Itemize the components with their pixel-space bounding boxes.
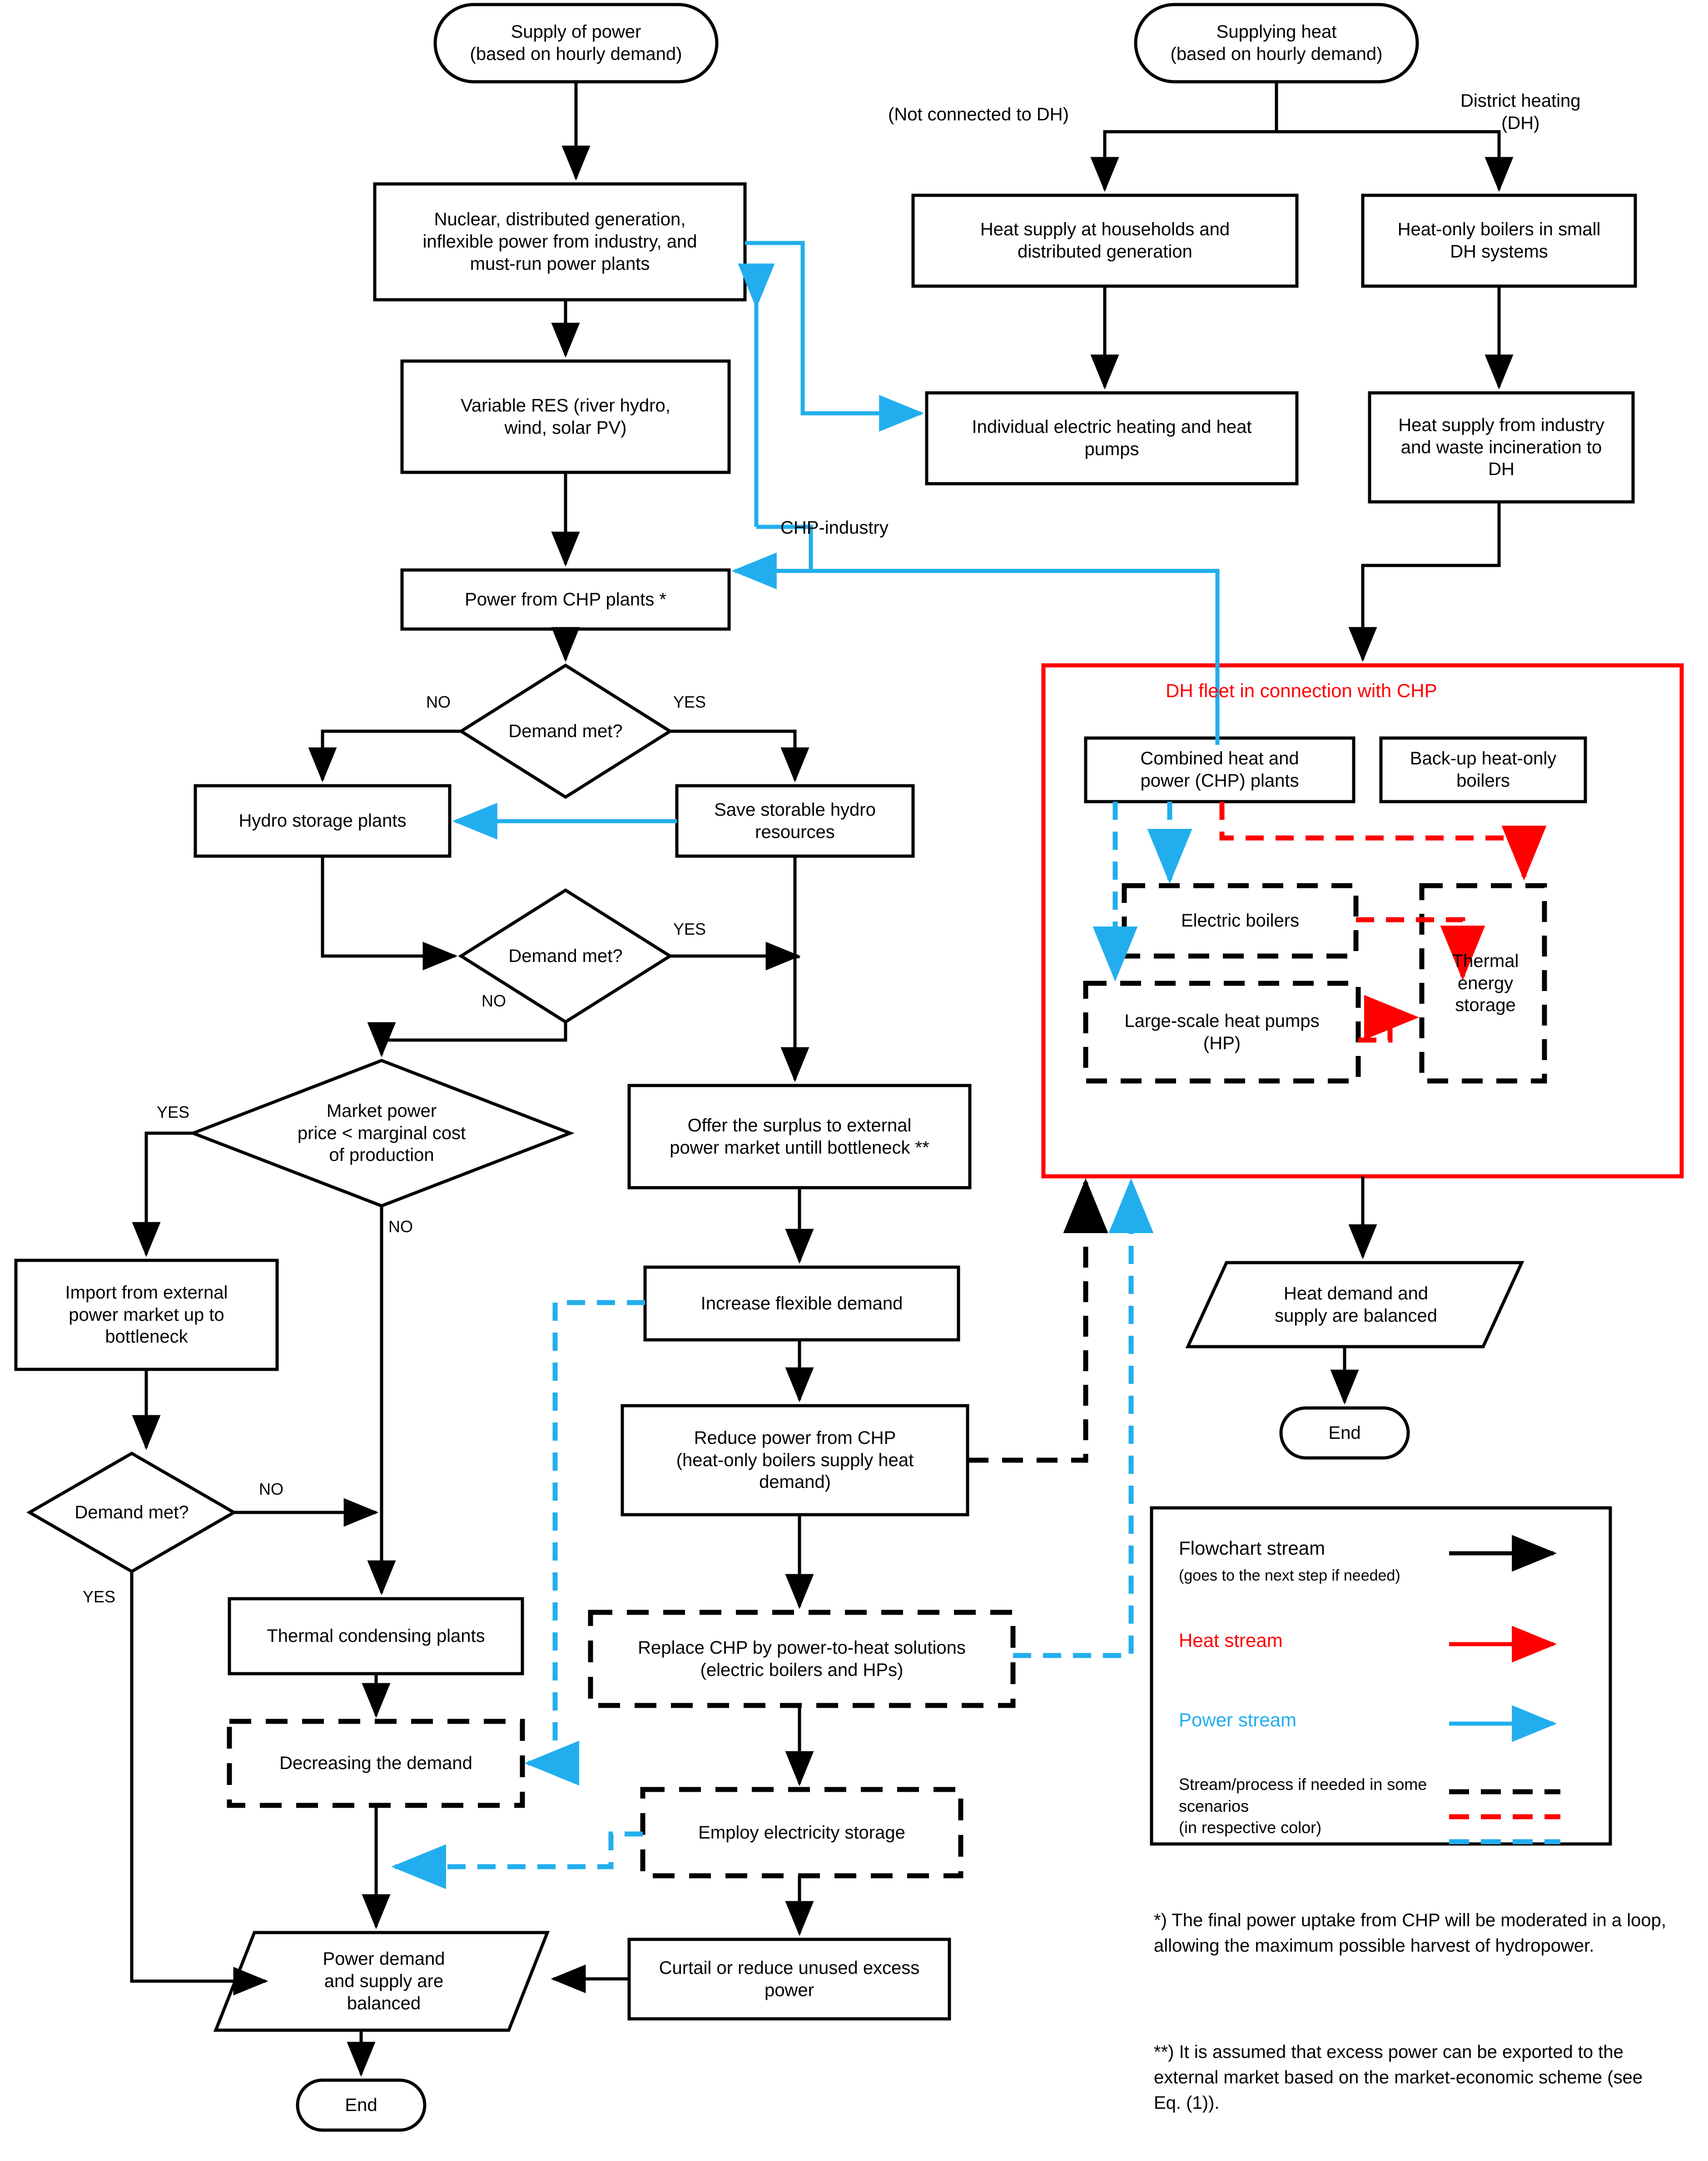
shape-offer-surplus [627,1084,972,1190]
power-edge-nuclear-to-individual [745,241,924,432]
edge-heat-split-left [1090,82,1278,192]
edge-label-d1-yes: YES [673,693,706,711]
edge-label-d2-no: NO [482,991,506,1010]
shape-nuclear [373,182,747,302]
shape-supplying-heat [1134,3,1419,84]
power-dash-employ-to-powerbalanced [391,1831,643,1889]
edge-d3-yes-to-balanced [130,1571,268,1996]
heat-edge-hp-to-thermalstorage [1358,995,1419,1043]
shape-backup-boilers [1379,736,1587,803]
edge-label-mp-yes: YES [157,1103,190,1121]
shape-import-external [14,1259,279,1371]
edge-industry-to-dhfleet [1348,502,1501,662]
edge-heat-split-right [1276,130,1514,192]
shape-heat-balanced [1185,1261,1524,1348]
shape-demand-met-1 [458,663,673,799]
edge-label-mp-no: NO [388,1217,413,1236]
shape-decreasing-demand [227,1719,525,1808]
power-edge-dh-to-powerchp [731,552,1220,677]
legend-label-flowchart-stream: Flowchart stream [1179,1537,1326,1559]
edge-label-d1-no: NO [426,693,451,711]
shape-supply-of-power [433,3,719,84]
shape-demand-met-3 [26,1451,237,1574]
dh-fleet-title: DH fleet in connection with CHP [1166,680,1437,701]
edge-hydro-to-d2 [321,856,458,971]
shape-power-chp [400,568,731,631]
edge-label-d2-yes: YES [673,920,706,938]
note-star-2: **) It is assumed that excess power can … [1154,2042,1643,2113]
shape-thermal-condensing [228,1597,524,1675]
shape-large-hp [1083,981,1361,1084]
shape-save-hydro [675,784,915,858]
shape-replace-chp [588,1610,1016,1708]
shape-end-heat [1279,1406,1410,1460]
edge-label-d3-no: NO [259,1480,283,1498]
shape-variable-res [400,359,731,474]
shape-heat-only-small-dh [1361,193,1637,288]
shape-heat-industry-waste [1368,391,1635,504]
shape-heat-households [911,193,1299,288]
edge-d1-no-to-hydro [308,729,461,783]
heat-edge-chp-to-thermalstorage [1219,802,1547,881]
shape-hydro-storage [194,784,452,858]
power-dash-increase-to-decreasing [524,1300,645,1786]
heat-edge-eboilers-to-thermalstorage [1356,917,1485,981]
power-edge-chpindustry-elbow [756,525,813,571]
edge-d1-yes-to-save [670,729,809,783]
edge-d2-no-to-market [367,1022,567,1057]
shape-market-price [189,1059,575,1208]
edge-label-not-connected-dh: (Not connected to DH) [888,104,1069,124]
shape-individual-electric [925,391,1299,486]
power-dash-replace-to-dhfleet [1013,1178,1154,1658]
shape-electric-boilers [1122,883,1359,959]
edge-label-d3-yes: YES [83,1587,116,1606]
shape-power-balanced [213,1931,550,2032]
shape-reduce-chp [621,1404,969,1517]
note-star-1: *) The final power uptake from CHP will … [1154,1910,1666,1956]
shape-end-power [296,2078,427,2132]
legend-sublabel-flowchart-stream: (goes to the next step if needed) [1179,1567,1400,1584]
edge-market-yes-to-import [132,1131,193,1257]
shape-increase-flexible [643,1265,960,1342]
flow-dash-reduce-to-dhfleet [968,1178,1108,1463]
edge-label-chp-industry: CHP-industry [780,518,889,538]
legend-label-power-stream: Power stream [1179,1709,1297,1730]
shape-thermal-storage [1419,883,1547,1084]
legend-label-heat-stream: Heat stream [1179,1630,1283,1651]
shape-employ-storage [640,1787,963,1878]
edge-label-district-heating: District heating(DH) [1460,91,1581,133]
shape-chp-plants [1084,736,1355,803]
shape-curtail [627,1938,951,2021]
